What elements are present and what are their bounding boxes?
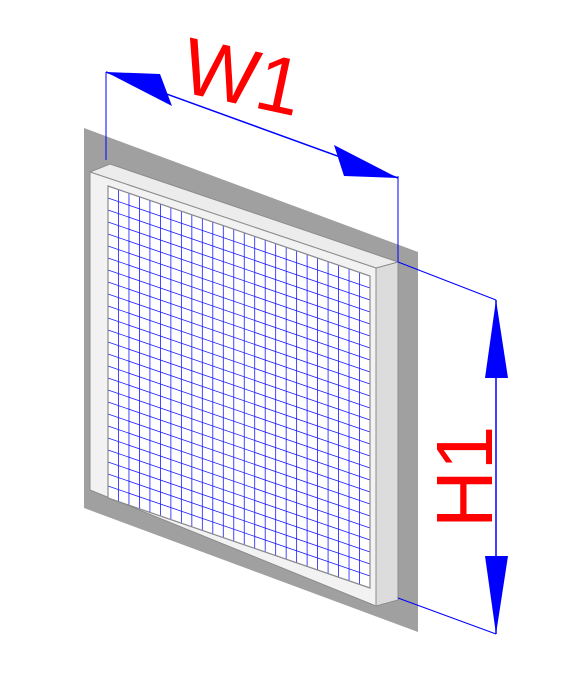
mesh-horizontal-line bbox=[107, 389, 371, 481]
extension-line-bottom bbox=[397, 597, 497, 635]
height-arrow-bottom bbox=[485, 556, 508, 634]
width-label: W1 bbox=[175, 21, 311, 133]
mesh-horizontal-line bbox=[107, 473, 371, 565]
width-arrow-left bbox=[106, 72, 172, 106]
mesh-horizontal-line bbox=[107, 365, 371, 457]
height-arrow-top bbox=[485, 300, 508, 378]
mesh-horizontal-line bbox=[107, 281, 371, 373]
mesh-horizontal-line bbox=[107, 377, 371, 469]
extension-line-top bbox=[397, 261, 497, 301]
mesh-horizontal-line bbox=[107, 257, 371, 349]
mesh-horizontal-line bbox=[107, 305, 371, 397]
mesh-horizontal-line bbox=[107, 437, 371, 529]
mesh-horizontal-line bbox=[107, 209, 371, 301]
mesh-horizontal-line bbox=[107, 425, 371, 517]
mesh-horizontal-line bbox=[107, 353, 371, 445]
mesh-horizontal-line bbox=[107, 413, 371, 505]
mesh-horizontal-line bbox=[107, 485, 371, 577]
mesh-horizontal-line bbox=[107, 197, 371, 289]
mesh-horizontal-line bbox=[107, 221, 371, 313]
mesh-horizontal-line bbox=[107, 317, 371, 409]
mesh-border bbox=[107, 185, 371, 589]
mesh-horizontal-line bbox=[107, 269, 371, 361]
mesh-horizontal-line bbox=[107, 293, 371, 385]
mesh-horizontal-line bbox=[107, 449, 371, 541]
mesh-horizontal-line bbox=[107, 245, 371, 337]
mesh-horizontal-line bbox=[107, 461, 371, 553]
frame-side bbox=[375, 261, 399, 607]
mesh-horizontal-line bbox=[107, 329, 371, 421]
width-arrow-right bbox=[334, 145, 398, 178]
height-label: H1 bbox=[420, 426, 509, 528]
mesh-horizontal-line bbox=[107, 233, 371, 325]
mesh-horizontal-line bbox=[107, 401, 371, 493]
mesh-horizontal-line bbox=[107, 341, 371, 433]
